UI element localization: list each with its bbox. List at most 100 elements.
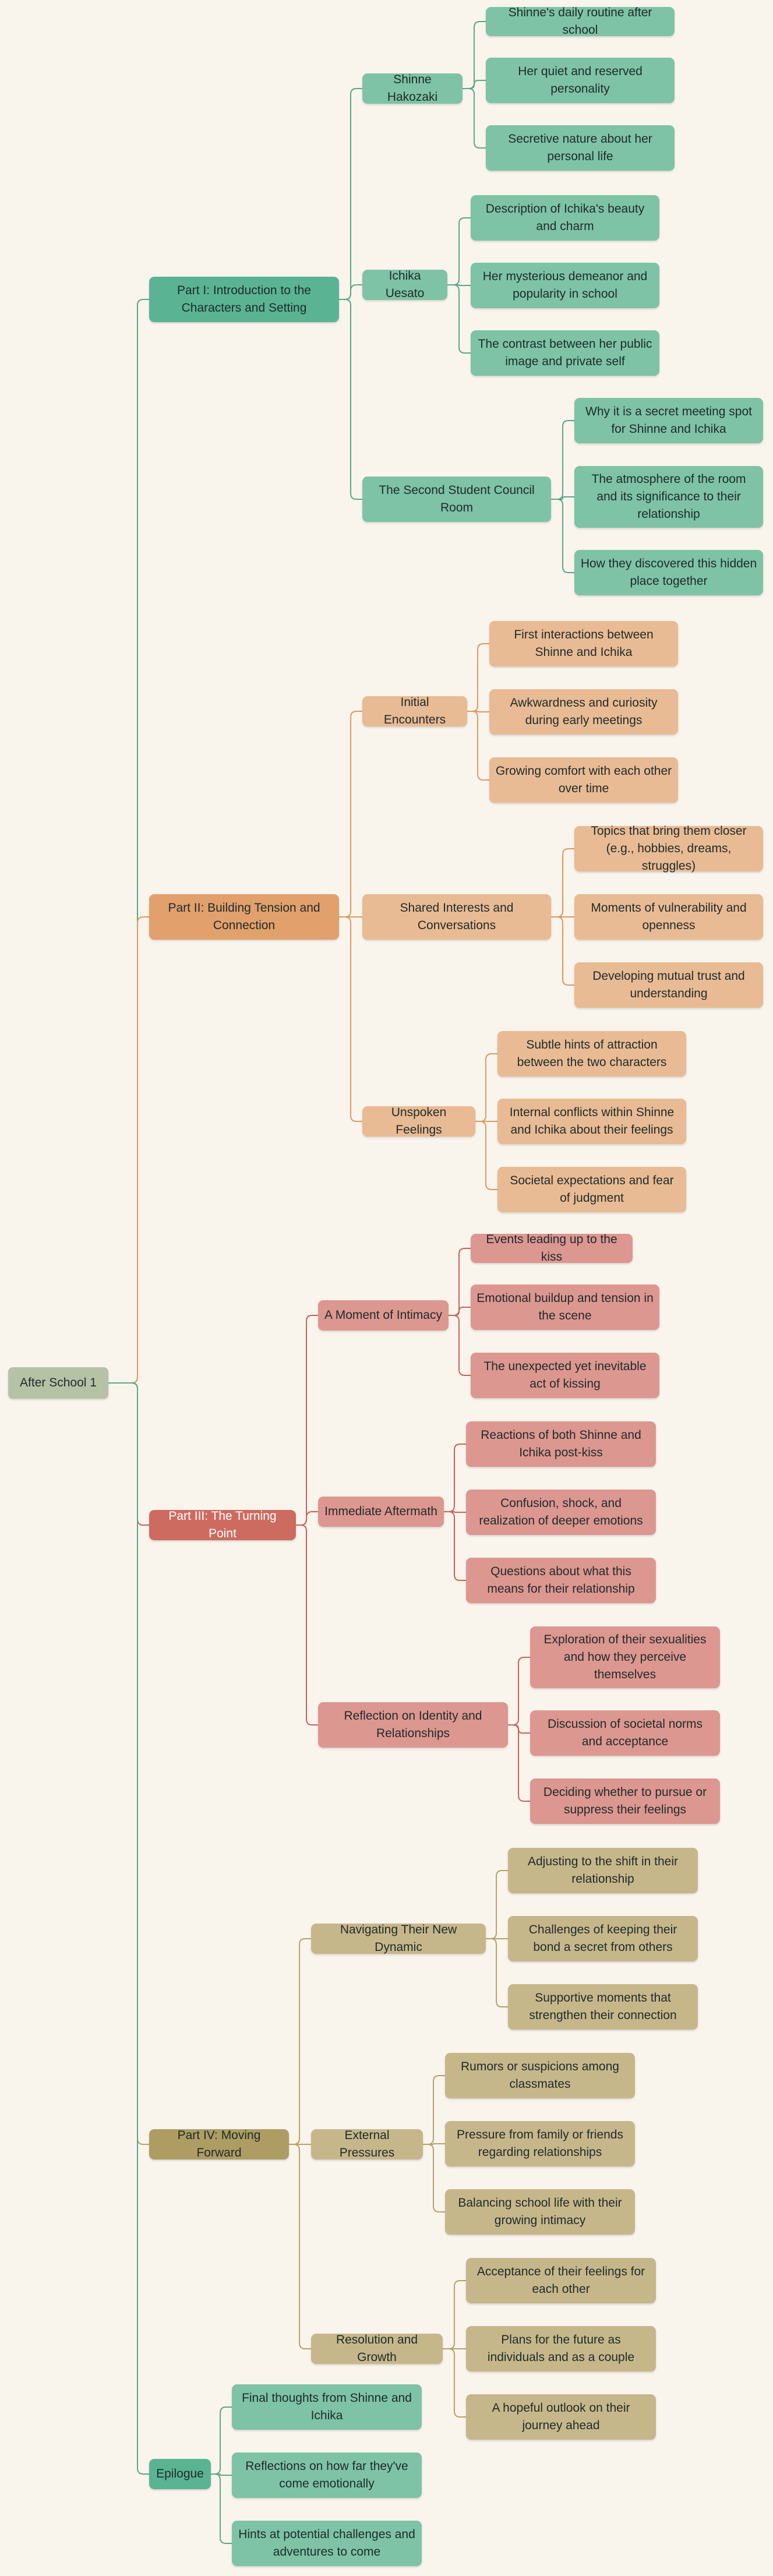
connector-topic-reflection-identity [296,1525,318,1725]
connector-topic-new-dynamic [289,1938,311,2145]
topic-new-dynamic[interactable]: Navigating Their New Dynamic [311,1923,486,1954]
connector-item-shinne-secretive [463,88,486,149]
item-shinne-secretive[interactable]: Secretive nature about her personal life [486,125,675,171]
item-shinne-routine[interactable]: Shinne's daily routine after school [486,6,675,37]
connector-item-reactions [444,1444,466,1512]
connector-item-shinne-routine [463,21,486,89]
connector-item-ichika-beauty [447,217,471,285]
connector-item-societal-expectations [475,1121,497,1190]
item-societal-expectations[interactable]: Societal expectations and fear of judgme… [497,1167,686,1212]
part-4-node[interactable]: Part IV: Moving Forward [149,2129,289,2159]
item-balancing-school[interactable]: Balancing school life with their growing… [445,2189,635,2235]
item-room-secret-spot[interactable]: Why it is a secret meeting spot for Shin… [574,398,763,443]
item-ichika-contrast[interactable]: The contrast between her public image an… [471,330,659,376]
connector-item-adjusting-shift [486,1870,508,1939]
item-questions[interactable]: Questions about what this means for thei… [466,1558,656,1603]
connector-item-questions [444,1511,466,1581]
item-internal-conflicts[interactable]: Internal conflicts within Shinne and Ich… [497,1099,686,1144]
item-final-thoughts[interactable]: Final thoughts from Shinne and Ichika [232,2384,422,2430]
item-awkwardness[interactable]: Awkwardness and curiosity during early m… [489,689,678,735]
connector-item-topics-closer [551,848,574,918]
item-growing-comfort[interactable]: Growing comfort with each other over tim… [489,757,678,803]
connector-item-mutual-trust [551,916,574,986]
item-reflections[interactable]: Reflections on how far they've come emot… [232,2453,422,2498]
item-vulnerability[interactable]: Moments of vulnerability and openness [574,894,763,940]
connector-item-balancing-school [423,2144,445,2212]
part-2-node[interactable]: Part II: Building Tension and Connection [149,894,339,940]
connector-part-3-node [108,1382,149,1526]
connector-part-2-node [108,916,149,1384]
connector-item-pursue-or-suppress [508,1724,530,1802]
topic-reflection-identity[interactable]: Reflection on Identity and Relationships [318,1702,508,1748]
connector-item-supportive-moments [486,1938,508,2007]
item-kissing[interactable]: The unexpected yet inevitable act of kis… [471,1353,659,1398]
connector-item-final-thoughts [211,2406,232,2475]
connector-item-room-discovery [551,499,574,573]
item-events-leading[interactable]: Events leading up to the kiss [471,1233,633,1264]
topic-shared-interests[interactable]: Shared Interests and Conversations [362,894,551,940]
connector-item-exploration-sexualities [508,1657,530,1725]
connector-item-subtle-hints [475,1053,497,1122]
connector-item-reflections [211,2473,232,2476]
connector-item-growing-comfort [467,711,489,781]
connector-part-4-node [108,1382,149,2145]
item-future-plans[interactable]: Plans for the future as individuals and … [466,2326,656,2372]
connector-topic-immediate-aftermath [296,1511,318,1526]
connector-item-shinne-personality [463,80,486,89]
connector-item-acceptance [443,2280,466,2349]
topic-shinne-hakozaki[interactable]: Shinne Hakozaki [362,73,463,104]
connector-topic-moment-of-intimacy [296,1315,318,1526]
item-supportive-moments[interactable]: Supportive moments that strengthen their… [508,1984,698,2030]
item-societal-norms[interactable]: Discussion of societal norms and accepta… [530,1710,720,1756]
connector-part-1-node [108,299,149,1384]
item-room-atmosphere[interactable]: The atmosphere of the room and its signi… [574,466,763,528]
topic-student-council-room[interactable]: The Second Student Council Room [362,477,551,522]
connector-topic-unspoken-feelings [339,916,362,1122]
item-room-discovery[interactable]: How they discovered this hidden place to… [574,550,763,595]
topic-initial-encounters[interactable]: Initial Encounters [362,696,467,726]
topic-external-pressures[interactable]: External Pressures [311,2129,423,2159]
item-reactions[interactable]: Reactions of both Shinne and Ichika post… [466,1421,656,1467]
item-exploration-sexualities[interactable]: Exploration of their sexualities and how… [530,1626,720,1688]
item-confusion[interactable]: Confusion, shock, and realization of dee… [466,1490,656,1535]
item-ichika-demeanor[interactable]: Her mysterious demeanor and popularity i… [471,263,659,308]
root-node[interactable]: After School 1 [8,1367,108,1399]
epilogue-node[interactable]: Epilogue [149,2459,211,2489]
connector-item-emotional-buildup [449,1307,471,1316]
item-shinne-personality[interactable]: Her quiet and reserved personality [486,58,675,103]
connector-epilogue-node [108,1382,149,2475]
topic-ichika-uesato[interactable]: Ichika Uesato [362,269,447,300]
connector-item-events-leading [449,1248,471,1316]
connector-item-ichika-contrast [447,284,471,354]
item-adjusting-shift[interactable]: Adjusting to the shift in their relation… [508,1848,698,1893]
part-3-node[interactable]: Part III: The Turning Point [149,1509,296,1540]
item-first-interactions[interactable]: First interactions between Shinne and Ic… [489,621,678,666]
item-topics-closer[interactable]: Topics that bring them closer (e.g., hob… [574,824,763,873]
connector-item-rumors [423,2075,445,2145]
item-acceptance[interactable]: Acceptance of their feelings for each ot… [466,2258,656,2303]
item-ichika-beauty[interactable]: Description of Ichika's beauty and charm [471,195,659,241]
connector-item-awkwardness [467,711,489,712]
item-emotional-buildup[interactable]: Emotional buildup and tension in the sce… [471,1285,659,1330]
item-hints-challenges[interactable]: Hints at potential challenges and advent… [232,2521,422,2566]
topic-resolution-growth[interactable]: Resolution and Growth [311,2333,443,2364]
connector-item-kissing [449,1315,471,1376]
item-hopeful-outlook[interactable]: A hopeful outlook on their journey ahead [466,2394,656,2440]
item-keeping-secret[interactable]: Challenges of keeping their bond a secre… [508,1916,698,1961]
item-pursue-or-suppress[interactable]: Deciding whether to pursue or suppress t… [530,1779,720,1824]
connector-item-hints-challenges [211,2473,232,2544]
part-1-node[interactable]: Part I: Introduction to the Characters a… [149,277,339,322]
topic-unspoken-feelings[interactable]: Unspoken Feelings [362,1106,475,1137]
connector-topic-ichika-uesato [339,284,362,300]
topic-moment-of-intimacy[interactable]: A Moment of Intimacy [318,1300,449,1331]
connector-item-room-atmosphere [551,496,574,500]
item-rumors[interactable]: Rumors or suspicions among classmates [445,2053,635,2098]
connector-topic-initial-encounters [339,711,362,918]
connector-item-first-interactions [467,643,489,712]
item-mutual-trust[interactable]: Developing mutual trust and understandin… [574,962,763,1008]
item-subtle-hints[interactable]: Subtle hints of attraction between the t… [497,1031,686,1077]
topic-immediate-aftermath[interactable]: Immediate Aftermath [318,1497,444,1527]
item-family-pressure[interactable]: Pressure from family or friends regardin… [445,2121,635,2166]
